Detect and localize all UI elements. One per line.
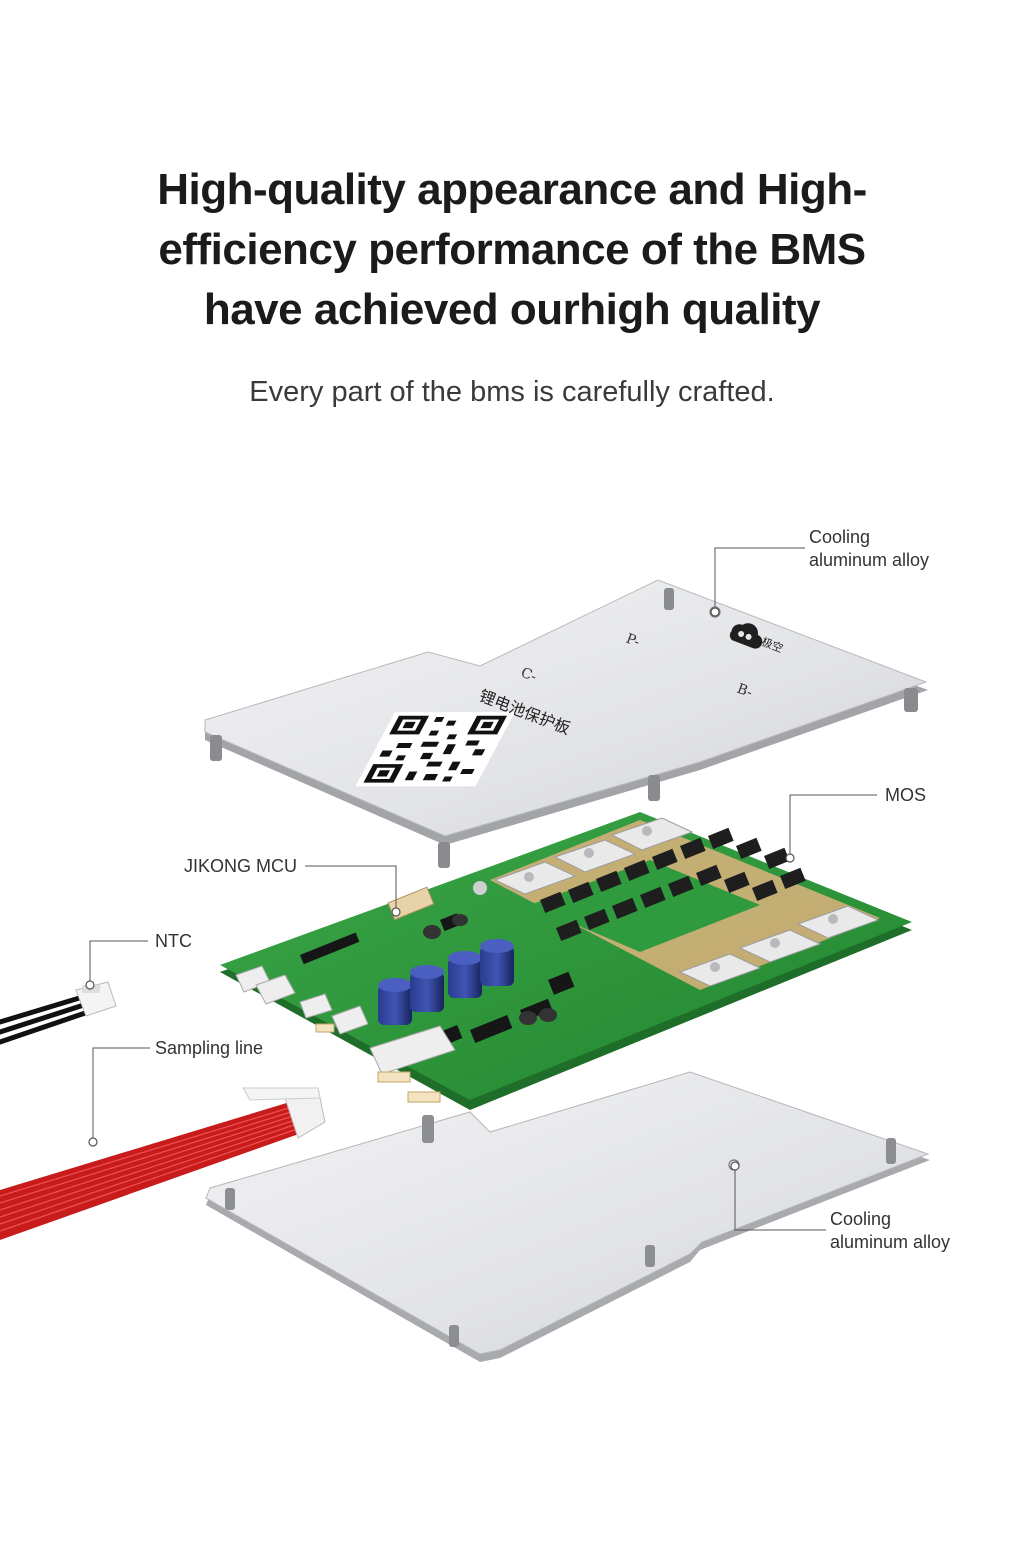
callout-cooling-top: Cooling aluminum alloy (809, 526, 929, 572)
callout-ntc: NTC (155, 931, 192, 951)
callout-cooling-bottom-line1: Cooling (830, 1209, 892, 1229)
sampling-line-cable (0, 1087, 326, 1240)
callout-cooling-top-line2: aluminum alloy (809, 550, 930, 570)
callout-cooling-top-line1: Cooling (809, 527, 871, 547)
plate-label-b-minus: B- (735, 681, 755, 702)
headline-line-3: have achieved ourhigh quality (203, 285, 821, 334)
capacitors (378, 939, 514, 1025)
bottom-cooling-plate (205, 1071, 930, 1362)
headline-line-2: efficiency performance of the BMS (158, 225, 866, 274)
callout-sampling-line: Sampling line (155, 1038, 264, 1058)
plate-label-p-minus: P- (624, 631, 642, 651)
headline: High-quality appearance and High- effici… (0, 160, 1024, 340)
pcb-board (220, 812, 912, 1110)
callout-cooling-bottom: Cooling aluminum alloy (830, 1208, 950, 1254)
callout-mos: MOS (885, 785, 927, 805)
callout-cooling-bottom-line2: aluminum alloy (830, 1232, 951, 1252)
ntc-cable (0, 981, 117, 1045)
plate-label-c-minus: C- (519, 665, 539, 686)
qr-code (355, 712, 515, 787)
callout-jikong-mcu: JIKONG MCU (184, 856, 298, 876)
top-cooling-plate: 锂电池保护板 P- C- B- 极空 (204, 579, 928, 868)
callout-leaders (89, 547, 877, 1231)
headline-line-1: High-quality appearance and High- (157, 165, 867, 214)
subtitle: Every part of the bms is carefully craft… (249, 376, 775, 408)
